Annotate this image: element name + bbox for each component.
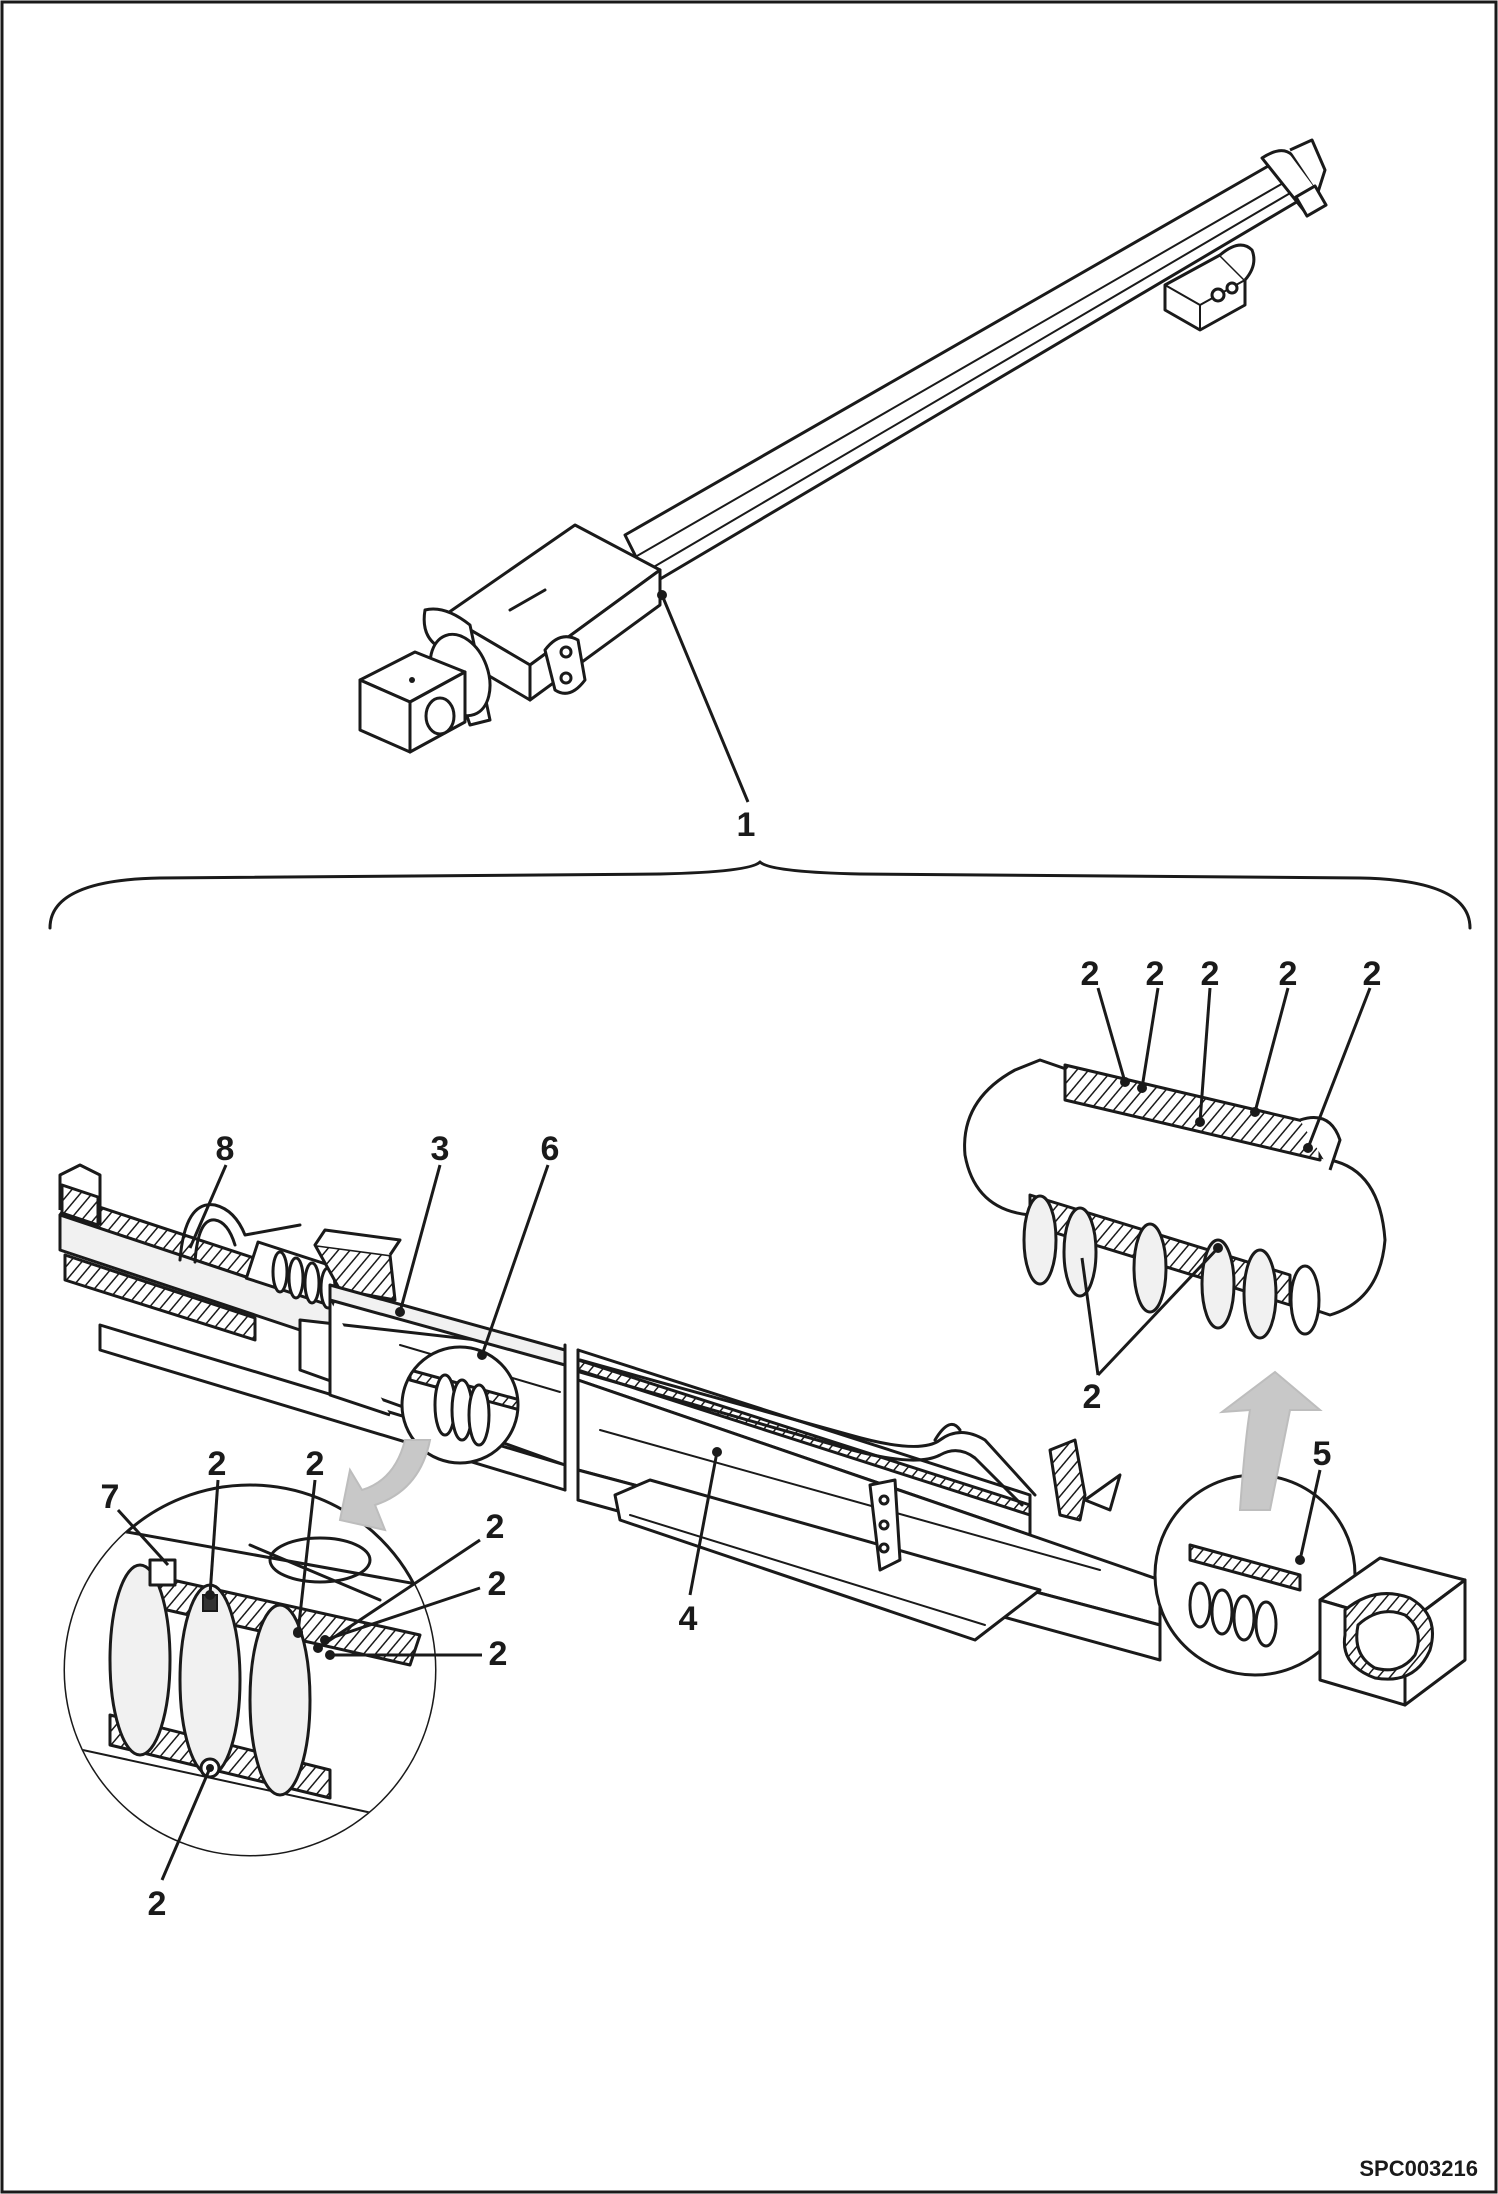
callout-2-left-d: 2 [488, 1565, 507, 1603]
rod-end-bore [424, 696, 456, 736]
piston-upper-edge [1299, 1116, 1342, 1171]
detail-circle-6 [400, 1345, 520, 1465]
leader-2-right-bottom-b [1096, 1246, 1220, 1377]
tube-right-inner-line [599, 1429, 1101, 1571]
callout-5: 5 [1313, 1435, 1332, 1473]
gland-housing-top [313, 1228, 402, 1256]
flange-bolt-hole-2 [559, 671, 573, 685]
leader-6 [480, 1164, 550, 1356]
piston-outer-body [963, 1058, 1387, 1317]
end-cap-lug [1289, 138, 1327, 193]
piston-upper-section [1063, 1063, 1322, 1162]
cylinder-tube [623, 163, 1302, 587]
piston-detail-left [63, 1479, 482, 1881]
callout-7: 7 [101, 1478, 120, 1516]
assembly-brace [48, 860, 1472, 930]
piston-left-bore [268, 1536, 372, 1584]
tube-highlight-line [629, 181, 1286, 561]
rod-end-lug-section [60, 1183, 100, 1227]
callout-8: 8 [216, 1130, 235, 1168]
callout-1: 1 [737, 806, 756, 844]
leader-5 [1298, 1469, 1322, 1561]
leader-2-left-c [317, 1538, 481, 1650]
guide-hole-2 [878, 1519, 890, 1531]
leader-2-left-bottom [160, 1767, 212, 1881]
leader-2-right-bottom-a [1080, 1257, 1100, 1376]
pipe-right-inner [578, 1370, 1024, 1507]
trunnion-pin-hole [1210, 287, 1226, 303]
head-flange [543, 635, 587, 695]
leader-3-dot [395, 1307, 405, 1317]
base-cube-right [1403, 1578, 1467, 1707]
trunnion-guide-edge [629, 1514, 986, 1626]
leader-4 [688, 1451, 719, 1596]
flange-bolt-hole-1 [559, 645, 573, 659]
pipe-8-inner [193, 1218, 237, 1264]
tube-left-frame [328, 1300, 391, 1417]
bracket-fin [1083, 1473, 1122, 1512]
callout-2-left-b: 2 [306, 1445, 325, 1483]
piston-left-cut-line [248, 1543, 382, 1602]
leader-5-dot [1295, 1555, 1305, 1565]
leader-2-top-c [1198, 987, 1212, 1123]
rod-end-grease-point [409, 677, 415, 683]
figure-code: SPC003216 [1359, 2156, 1478, 2181]
leader-8 [188, 1164, 228, 1249]
leader-2-left-a [208, 1479, 220, 1596]
callout-2-top-e: 2 [1363, 955, 1382, 993]
trunnion-pin-hole-2 [1225, 281, 1239, 295]
leader-2-top-a [1096, 987, 1127, 1083]
cutaway-cylinder [58, 1163, 1467, 1707]
leader-2-top-d [1253, 987, 1290, 1113]
leader-3 [398, 1164, 442, 1313]
leader-2-left-b [296, 1479, 317, 1634]
leader-2-top-e [1306, 987, 1372, 1149]
bracket-section [1048, 1438, 1087, 1522]
piston-left-ring-2 [178, 1583, 242, 1777]
pipe-8 [178, 1203, 302, 1262]
callout-2-top-b: 2 [1146, 955, 1165, 993]
callout-3: 3 [431, 1130, 450, 1168]
callout-2-top-a: 2 [1081, 955, 1100, 993]
piston-rings [1022, 1194, 1321, 1340]
callout-2-left-e: 2 [489, 1635, 508, 1673]
callout-4: 4 [679, 1600, 698, 1638]
pipe-bend [933, 1422, 962, 1442]
leader-1 [660, 594, 750, 803]
enlarge-arrow-left [338, 1439, 432, 1532]
callout-2-top-c: 2 [1201, 955, 1220, 993]
callout-2-left-a: 2 [208, 1445, 227, 1483]
enlarge-arrow-right [1218, 1370, 1323, 1511]
leader-2-left-d [324, 1586, 481, 1642]
valve-rings [271, 1250, 337, 1310]
callout-2-top-d: 2 [1279, 955, 1298, 993]
tube-weld-seam [639, 191, 1293, 576]
callout-2-left-bottom: 2 [148, 1885, 167, 1923]
leader-6-dot [477, 1350, 487, 1360]
head-block-slot [508, 588, 547, 612]
end-cap-bolt [1294, 184, 1328, 218]
leader-1-dot [657, 590, 667, 600]
leader-2-top-b [1140, 987, 1160, 1089]
piston-detail-enlarged [963, 987, 1387, 1377]
callout-2-left-c: 2 [486, 1508, 505, 1546]
callout-6: 6 [541, 1130, 560, 1168]
leader-7 [116, 1508, 170, 1567]
assembled-cylinder [358, 138, 1328, 754]
rod-end-lower-section [63, 1253, 257, 1342]
base-cube-bore [1355, 1610, 1420, 1672]
guide-hole-3 [878, 1542, 890, 1554]
trunnion-boss [1219, 243, 1256, 281]
piston-left-block-7 [148, 1558, 177, 1587]
piston-left-ring-1 [108, 1563, 172, 1757]
pipe-right [578, 1358, 1037, 1497]
trunnion-guide [613, 1478, 1042, 1642]
callout-2-right-bottom: 2 [1083, 1378, 1102, 1416]
piston-left-ring-3 [248, 1603, 312, 1797]
guide-hole-1 [878, 1494, 890, 1506]
